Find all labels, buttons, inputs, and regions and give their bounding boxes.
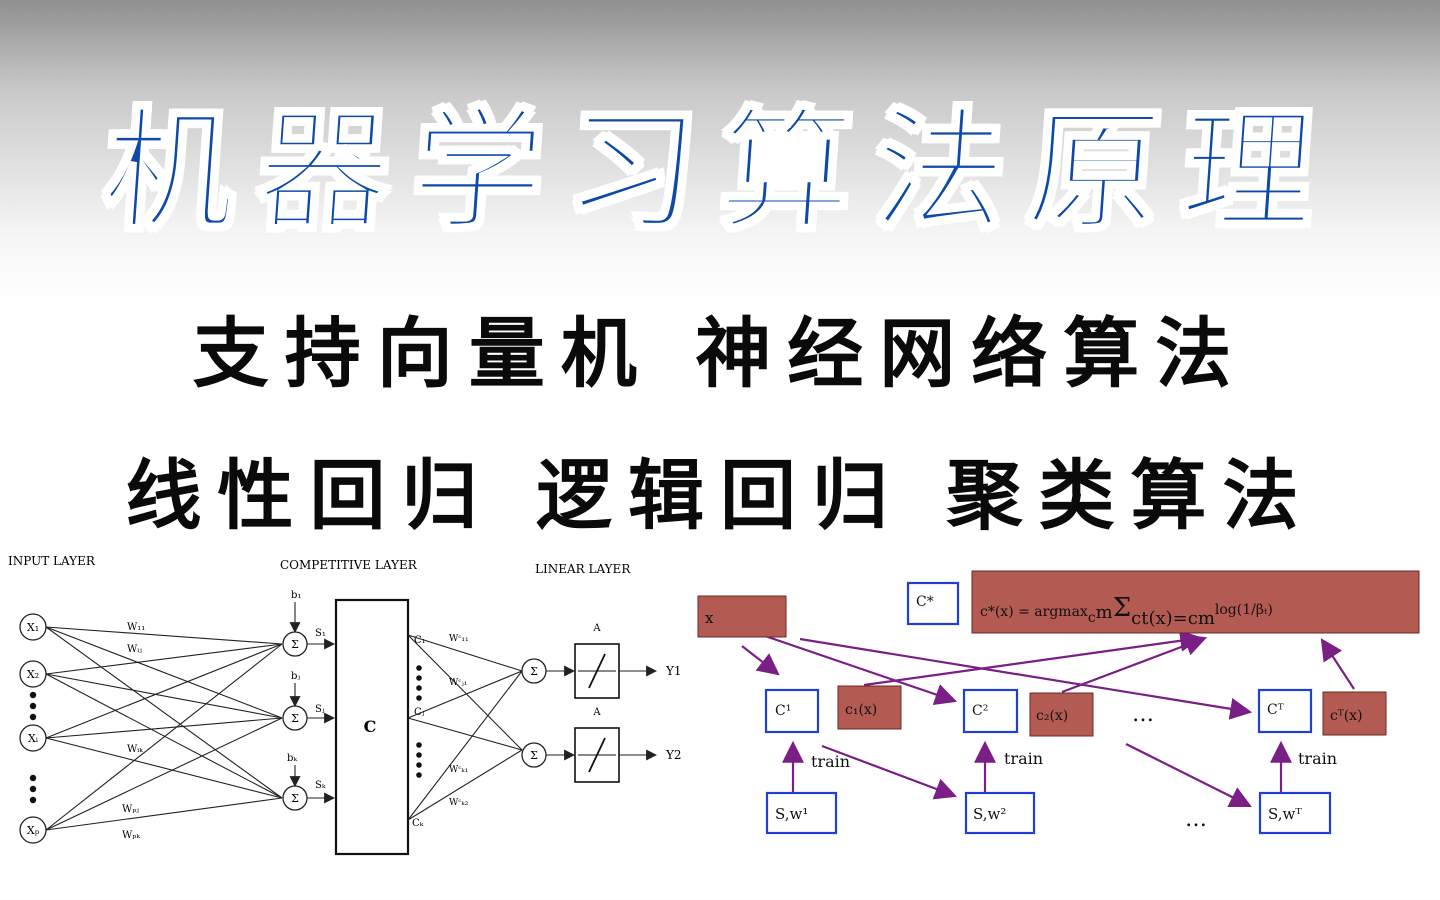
c-output-label: Cₖ <box>412 818 424 829</box>
train-label: train <box>1004 749 1043 768</box>
boosting-diagram: x C* c*(x) = argmaxcmΣct(x)=cmlog(1/βₜ) … <box>690 570 1440 848</box>
competitive-block <box>334 598 410 856</box>
svg-text:Σ: Σ <box>291 792 299 805</box>
c-star-box <box>906 581 960 626</box>
linear-weight-label: Wᶜₖ₂ <box>449 798 469 808</box>
c-output-label: Cⱼ <box>414 707 425 718</box>
svg-text:Σ: Σ <box>291 712 299 725</box>
classifier-output-box: c₂(x) <box>1029 692 1094 737</box>
input-x-label: x <box>705 609 714 627</box>
input-layer-label: INPUT LAYER <box>8 554 96 568</box>
svg-text:Σ: Σ <box>291 638 299 651</box>
train-label: train <box>1298 749 1337 768</box>
svg-text:c₁(x): c₁(x) <box>845 702 877 718</box>
sum-node: Σ <box>282 705 308 731</box>
svg-text:C²: C² <box>972 703 988 719</box>
bias-label: bⱼ <box>291 671 300 682</box>
svg-text:S,w²: S,w² <box>973 805 1006 823</box>
classifier-box: Cᵀ <box>1257 688 1313 734</box>
weight-label: W₁₁ <box>127 622 145 633</box>
weight-label: Wᵢⱼ <box>127 644 142 655</box>
activation-label: A <box>592 623 601 634</box>
s-label: Sₖ <box>315 780 326 791</box>
svg-text:Σ: Σ <box>530 749 538 762</box>
svg-text:Xₚ: Xₚ <box>27 824 40 837</box>
classifier-box: C¹ <box>764 688 820 734</box>
s-label: S₁ <box>315 628 326 639</box>
sum-node: Σ <box>282 785 308 811</box>
formula-box <box>971 570 1420 634</box>
competitive-block-label: C <box>364 717 377 736</box>
input-x-box <box>697 595 787 638</box>
svg-text:c₂(x): c₂(x) <box>1036 708 1068 724</box>
svg-text:C¹: C¹ <box>775 703 791 719</box>
page-title: 机器学习算法原理 <box>97 94 1343 251</box>
weight-label: Wₚₖ <box>122 830 140 841</box>
sample-box: S,w² <box>964 791 1036 835</box>
sample-box: S,w¹ <box>765 791 838 835</box>
competitive-layer-label: COMPETITIVE LAYER <box>280 558 418 572</box>
linear-weight-label: Wᶜⱼ₁ <box>449 678 467 688</box>
svg-text:cᵀ(x): cᵀ(x) <box>1330 708 1363 724</box>
ellipsis: … <box>1132 702 1154 727</box>
subtitle-line-2: 线性回归 逻辑回归 聚类算法 <box>125 451 1315 540</box>
linear-sum-node: Σ <box>521 658 547 684</box>
weight-label: Wₚⱼ <box>122 804 139 815</box>
input-ellipsis-dots <box>29 691 37 804</box>
weight-label: Wᵢₖ <box>127 744 143 755</box>
classifier-output-box: c₁(x) <box>837 685 902 730</box>
input-node: Xᵢ <box>19 724 47 752</box>
neural-network-diagram: INPUT LAYER COMPETITIVE LAYER LINEAR LAY… <box>8 554 682 856</box>
svg-text:X₁: X₁ <box>27 621 39 634</box>
subtitle-line-1: 支持向量机 神经网络算法 <box>192 309 1248 398</box>
ensemble-formula: c*(x) = argmaxcmΣct(x)=cmlog(1/βₜ) <box>980 593 1273 629</box>
svg-text:S,wᵀ: S,wᵀ <box>1268 805 1302 823</box>
bias-label: b₁ <box>291 590 301 601</box>
bias-label: bₖ <box>287 753 297 764</box>
svg-text:Xᵢ: Xᵢ <box>28 732 39 745</box>
input-connections <box>45 626 283 831</box>
sample-box: S,wᵀ <box>1258 791 1332 835</box>
svg-text:X₂: X₂ <box>27 668 39 681</box>
linear-layer-label: LINEAR LAYER <box>535 562 631 576</box>
svg-text:S,w¹: S,w¹ <box>775 805 808 823</box>
diagrams: INPUT LAYER COMPETITIVE LAYER LINEAR LAY… <box>8 554 1440 856</box>
s-label: Sⱼ <box>315 704 325 715</box>
classifier-box: C² <box>962 688 1019 734</box>
output-label: Y2 <box>665 748 682 762</box>
input-node: Xₚ <box>19 816 47 844</box>
classifier-output-box: cᵀ(x) <box>1322 691 1387 736</box>
svg-text:Cᵀ: Cᵀ <box>1267 702 1284 718</box>
output-label: Y1 <box>665 664 682 678</box>
linear-weight-label: Wᶜₖ₁ <box>449 765 468 775</box>
sum-node: Σ <box>282 631 308 657</box>
input-node: X₁ <box>19 613 47 641</box>
c-output-label: C₁ <box>414 635 426 646</box>
c-output-dots <box>416 665 422 778</box>
train-label: train <box>811 752 850 771</box>
activation-label: A <box>592 707 601 718</box>
input-node: X₂ <box>19 660 47 688</box>
ellipsis: … <box>1185 807 1207 832</box>
svg-text:Σ: Σ <box>530 665 538 678</box>
linear-sum-node: Σ <box>521 742 547 768</box>
c-star-label: C* <box>916 594 934 610</box>
linear-weight-label: Wᶜ₁₁ <box>449 634 469 644</box>
